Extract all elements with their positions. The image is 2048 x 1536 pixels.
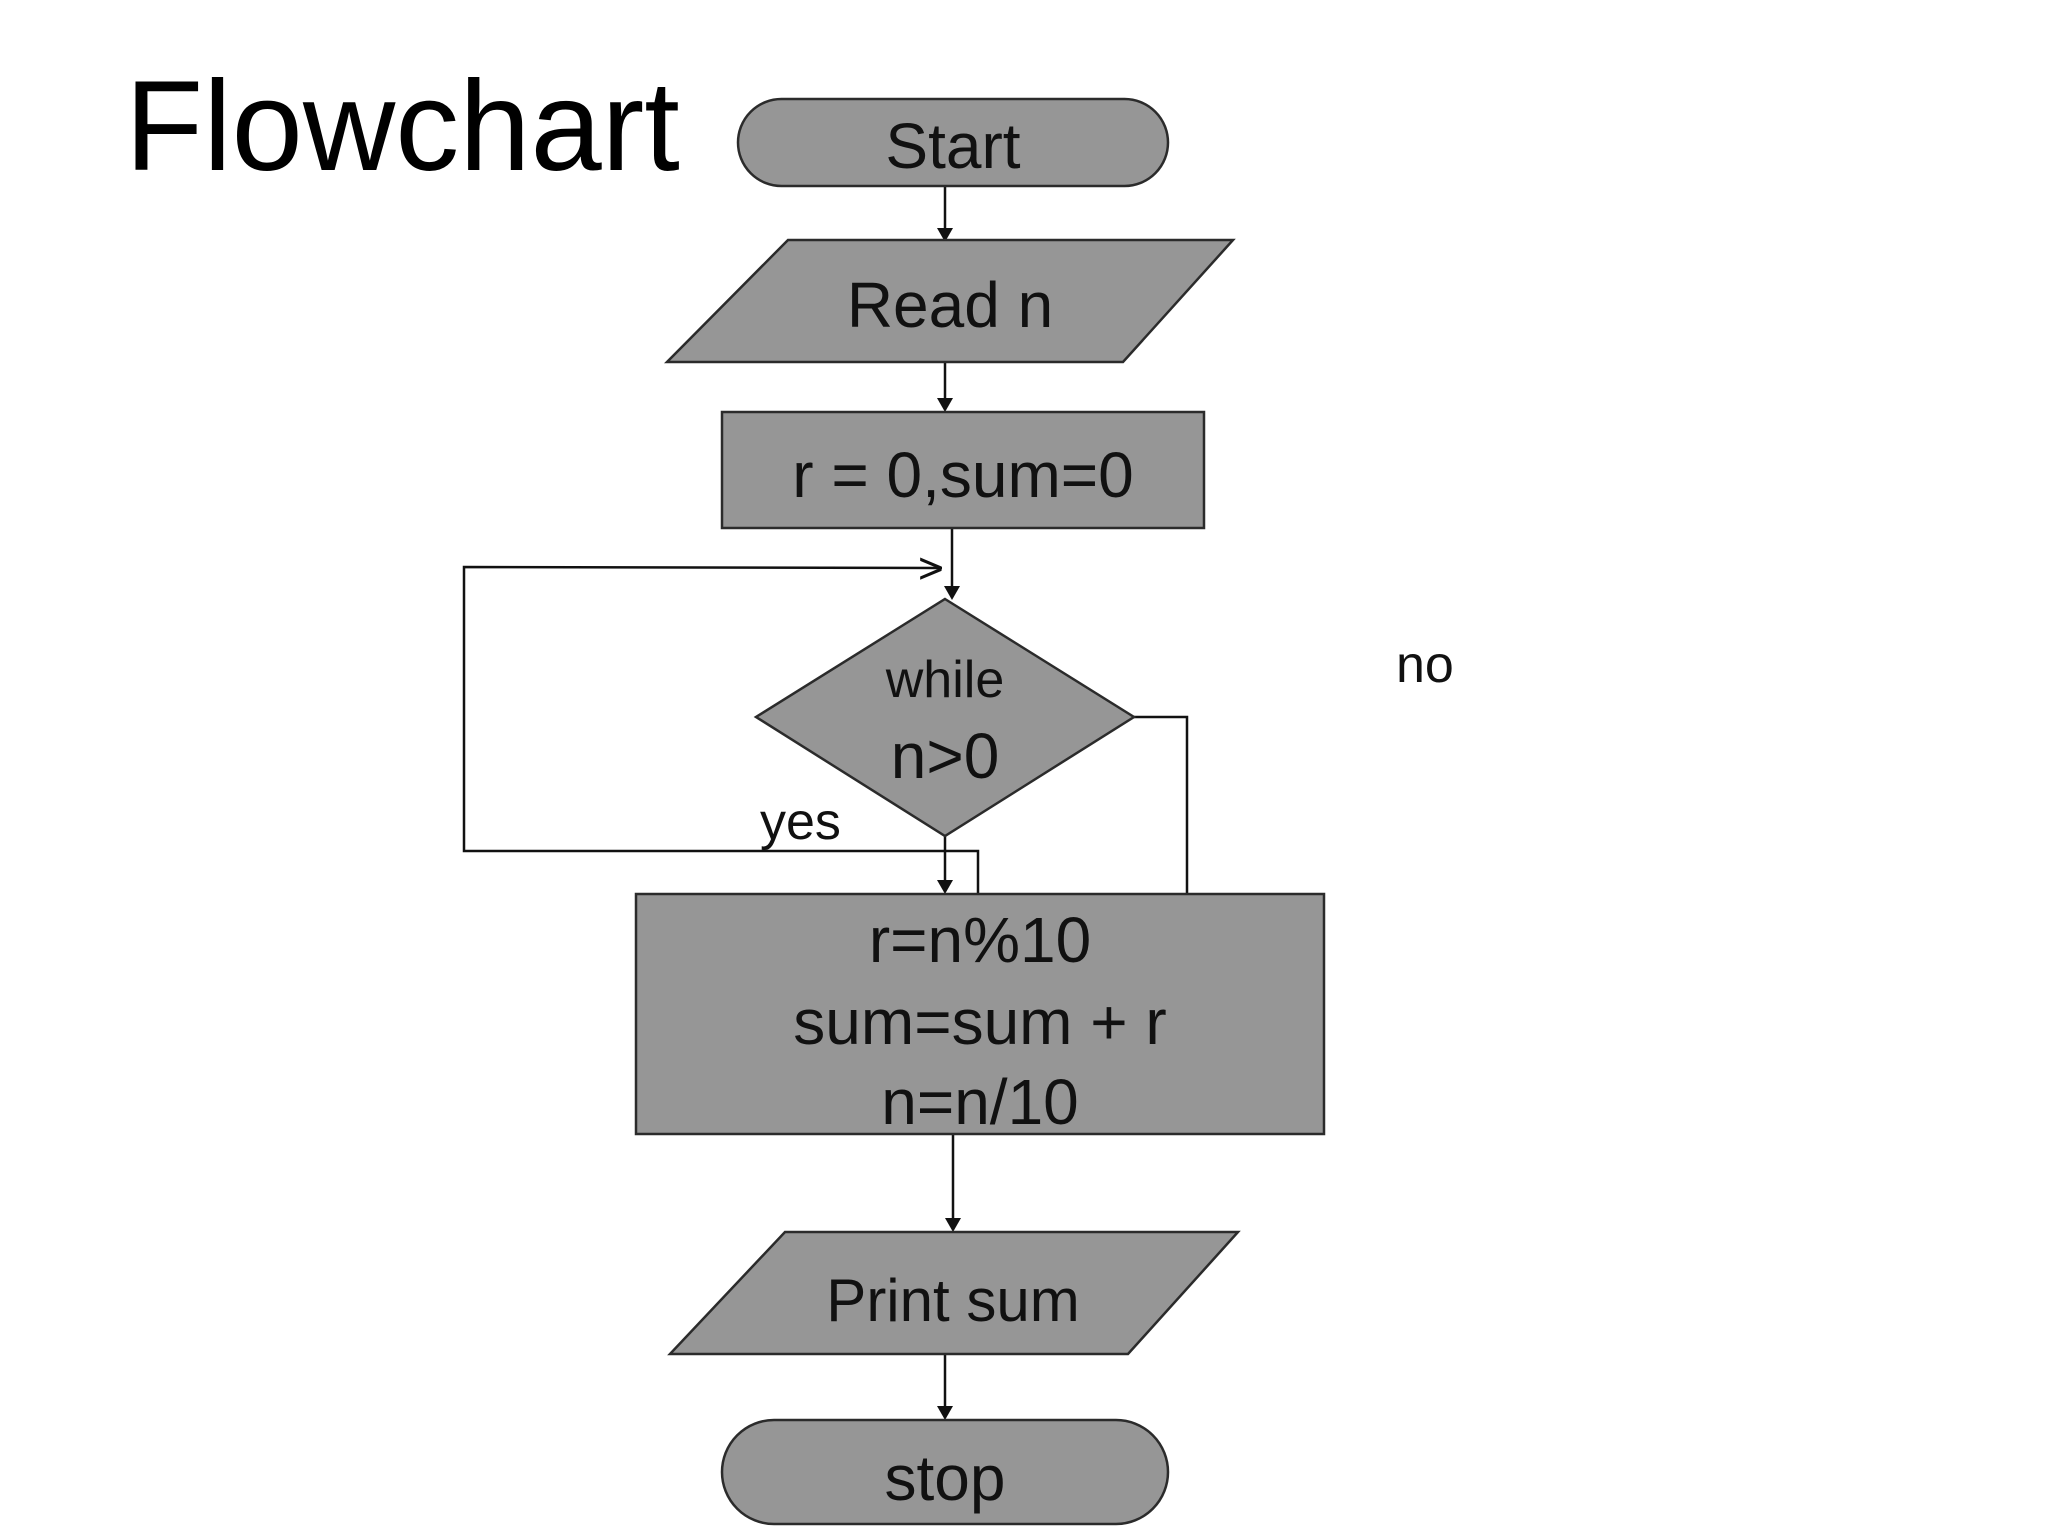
start-label: Start	[885, 110, 1020, 182]
stop-label: stop	[885, 1442, 1006, 1514]
loop-entry-marker: >	[918, 544, 944, 593]
init-label: r = 0,sum=0	[792, 439, 1134, 511]
init-process-shape	[720, 410, 1206, 530]
process-label-line3: n=n/10	[881, 1066, 1079, 1138]
condition-decision-shape	[753, 597, 1137, 838]
arrowhead-process	[937, 880, 953, 894]
read-input-shape	[663, 238, 1236, 364]
print-label: Print sum	[826, 1267, 1079, 1334]
arrowhead-stop	[937, 1406, 953, 1420]
arrowhead-read	[937, 228, 953, 242]
edge-label-yes: yes	[760, 793, 841, 851]
condition-label-line2: n>0	[891, 720, 1000, 792]
process-node: r=n%10 sum=sum + r n=n/10	[634, 892, 1326, 1138]
arrowhead-init	[937, 398, 953, 412]
condition-node: while n>0	[753, 597, 1137, 838]
edge-label-no: no	[1396, 636, 1454, 694]
loop-body-process-shape	[634, 892, 1326, 1136]
read-node: Read n	[663, 238, 1236, 364]
process-label-line1: r=n%10	[869, 904, 1091, 976]
process-label-line2: sum=sum + r	[793, 986, 1166, 1058]
print-output-shape	[667, 1230, 1241, 1356]
condition-label-line1: while	[885, 651, 1005, 709]
start-terminator-shape	[736, 97, 1170, 188]
init-node: r = 0,sum=0	[720, 410, 1206, 530]
arrowhead-print	[945, 1218, 961, 1232]
print-node: Print sum	[667, 1230, 1241, 1356]
page-title: Flowchart	[125, 55, 680, 198]
stop-terminator-shape	[720, 1418, 1170, 1526]
arrowhead-condition	[944, 586, 960, 600]
read-label: Read n	[847, 269, 1053, 341]
start-node: Start	[736, 97, 1170, 188]
stop-node: stop	[720, 1418, 1170, 1526]
